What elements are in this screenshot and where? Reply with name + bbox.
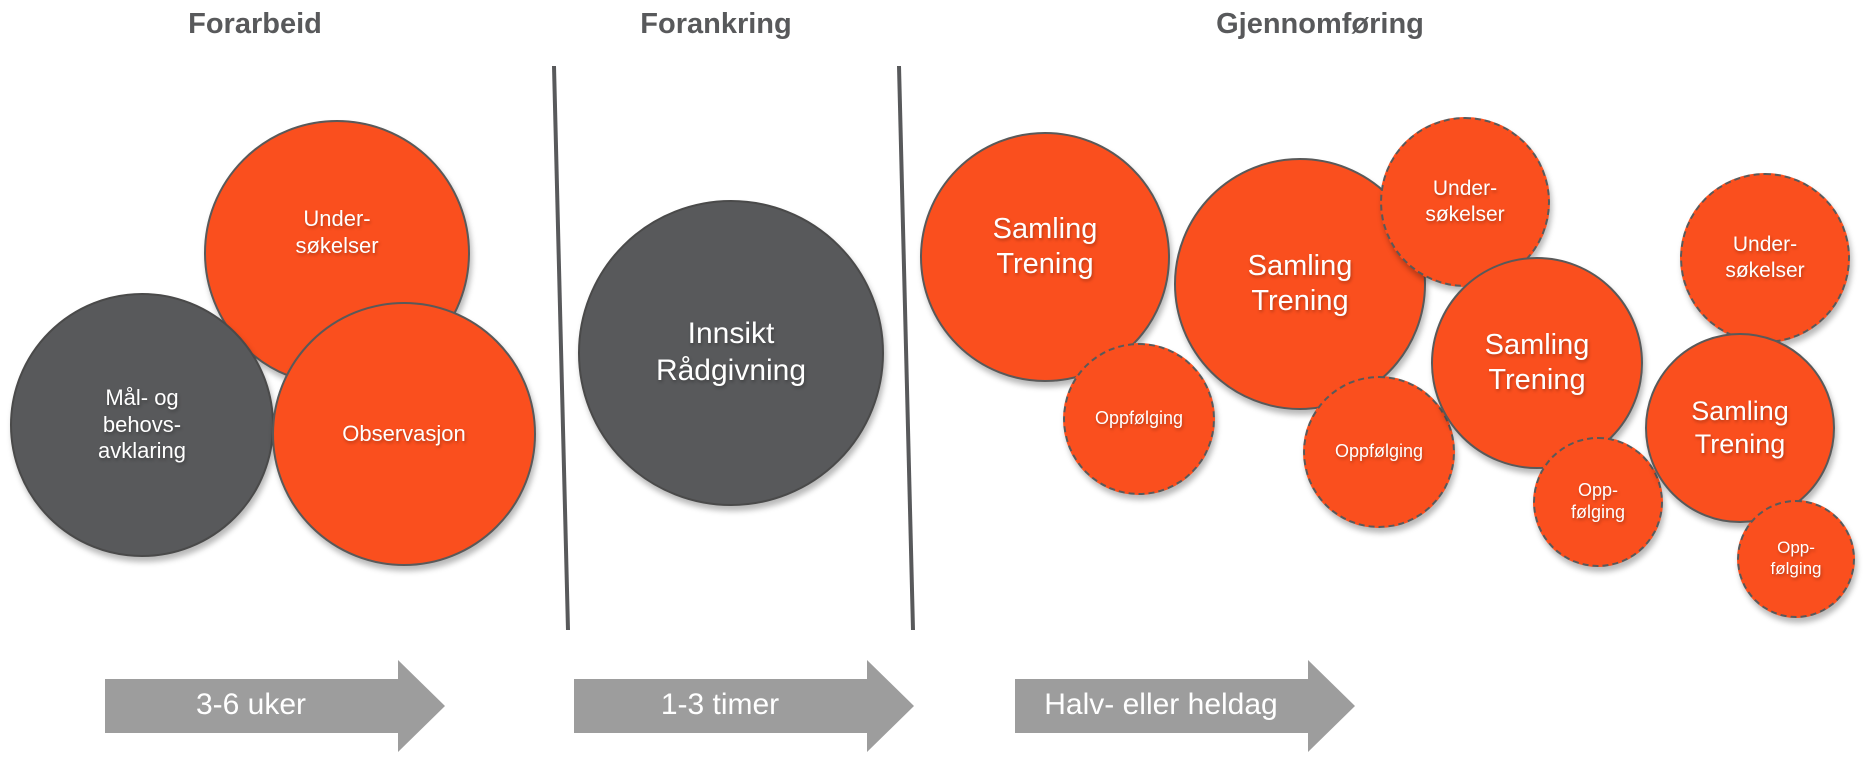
arrow-gjennomforing-duration — [1015, 660, 1355, 752]
divider-line-2 — [897, 65, 915, 631]
circle-label: Under- søkelser — [295, 206, 379, 258]
circle-samling-trening-1: Samling Trening — [920, 132, 1170, 382]
circle-label: Oppfølging — [1334, 441, 1424, 462]
circle-label: Samling Trening — [1247, 249, 1353, 317]
circle-oppfolging-1: Oppfølging — [1063, 343, 1215, 495]
divider-line-1 — [552, 65, 570, 631]
phase-title-forarbeid: Forarbeid — [188, 8, 322, 40]
circle-label: Under- søkelser — [1425, 177, 1505, 226]
circle-samling-trening-3: Samling Trening — [1431, 257, 1643, 469]
arrow-forankring-duration — [574, 660, 914, 752]
circle-label: Under- søkelser — [1725, 233, 1805, 282]
circle-label: Opp- følging — [1570, 480, 1626, 522]
circle-label: Samling Trening — [1484, 328, 1590, 396]
circle-oppfolging-4: Opp- følging — [1737, 500, 1855, 618]
circle-oppfolging-3: Opp- følging — [1533, 437, 1663, 567]
circle-mal-og-behovsavklaring: Mål- og behovs- avklaring — [10, 293, 274, 557]
circle-label: Observasjon — [342, 420, 466, 446]
circle-label: Oppfølging — [1094, 408, 1184, 429]
duration-label-forankring: 1-3 timer — [660, 688, 780, 721]
arrow-forarbeid-duration — [105, 660, 445, 752]
circle-samling-trening-4: Samling Trening — [1645, 333, 1835, 523]
duration-label-gjennomforing: Halv- eller heldag — [1044, 688, 1278, 721]
circle-label: Samling Trening — [1691, 396, 1789, 459]
circle-oppfolging-2: Oppfølging — [1303, 376, 1455, 528]
circle-label: Mål- og behovs- avklaring — [97, 384, 187, 464]
circle-observasjon: Observasjon — [272, 302, 536, 566]
phase-title-gjennomforing: Gjennomføring — [1216, 8, 1424, 40]
circle-label: Samling Trening — [992, 212, 1098, 280]
circle-label: Innsikt Rådgivning — [655, 317, 807, 387]
circle-innsikt-radgivning: Innsikt Rådgivning — [578, 200, 884, 506]
circle-label: Opp- følging — [1770, 538, 1822, 578]
duration-label-forarbeid: 3-6 uker — [195, 688, 307, 721]
phase-title-forankring: Forankring — [640, 8, 792, 40]
circle-undersokelser-3: Under- søkelser — [1680, 173, 1850, 343]
